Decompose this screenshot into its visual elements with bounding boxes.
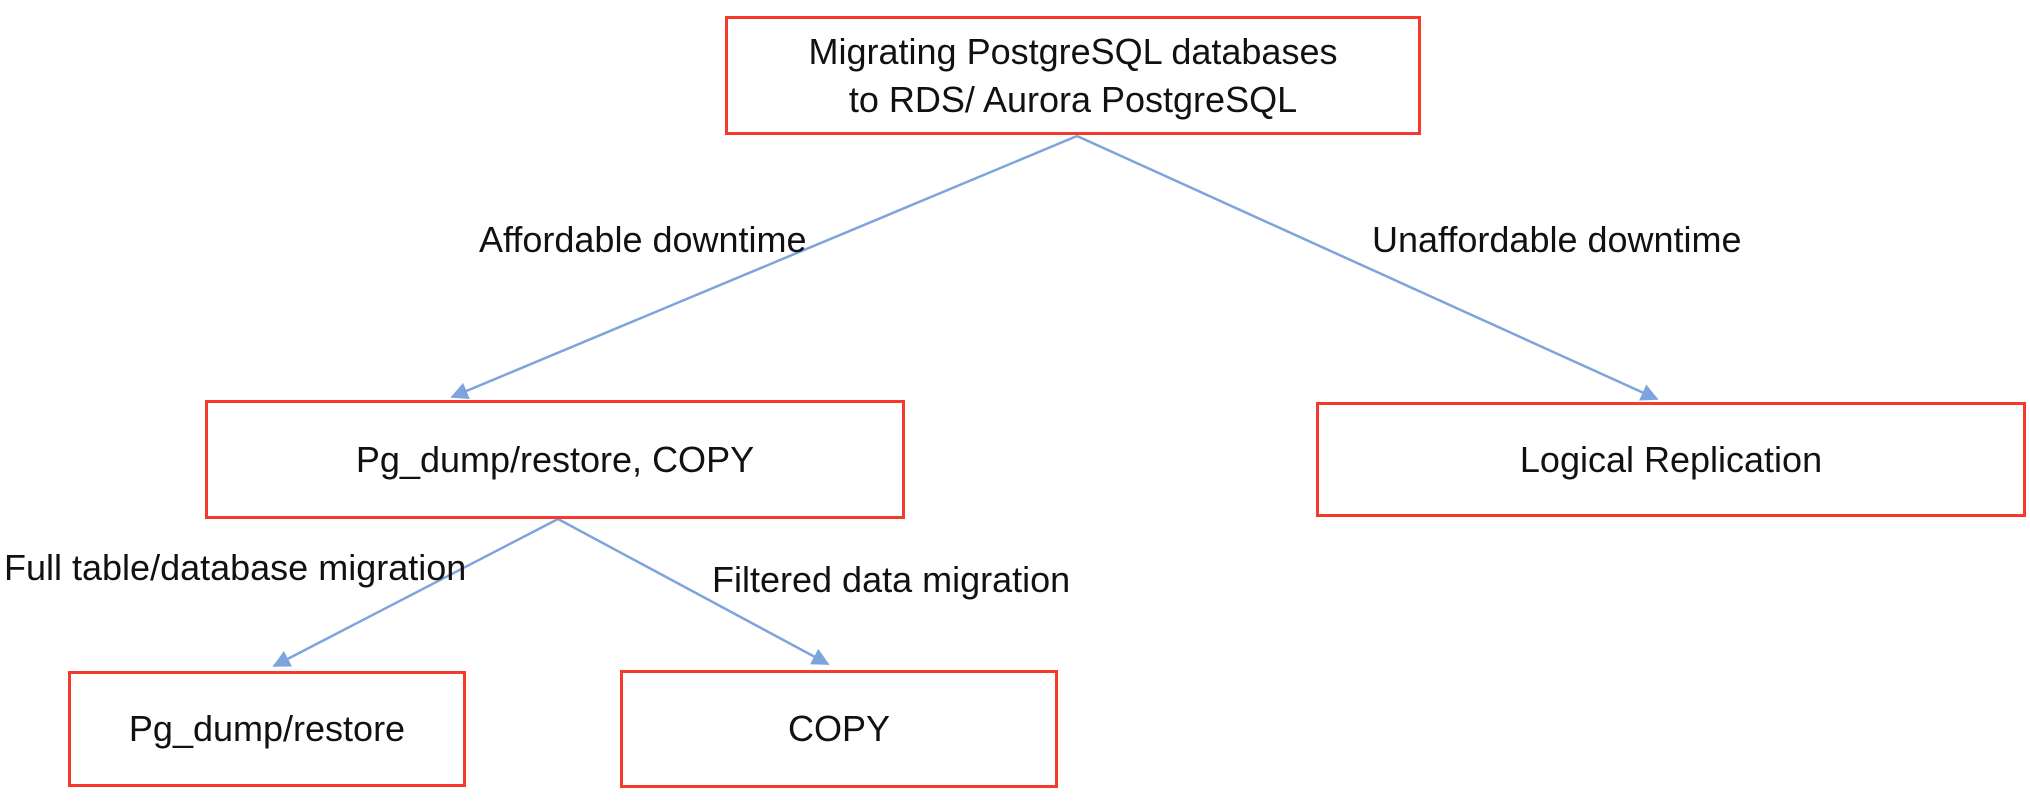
edge-arrow-unaffordable <box>1076 134 1659 401</box>
edge-arrow-full-table <box>272 517 559 668</box>
node-logical-replication: Logical Replication <box>1316 402 2026 517</box>
node-pg-dump-restore-copy: Pg_dump/restore, COPY <box>205 400 905 519</box>
node-copy: COPY <box>620 670 1058 788</box>
edge-label-full-table-database-migration: Full table/database migration <box>4 547 467 588</box>
edge-label-unaffordable-downtime: Unaffordable downtime <box>1372 219 1742 260</box>
node-migrating-postgresql: Migrating PostgreSQL databases to RDS/ A… <box>725 16 1421 135</box>
edge-label-affordable-downtime: Affordable downtime <box>479 219 807 260</box>
edge-label-filtered-data-migration: Filtered data migration <box>712 559 1071 600</box>
node-pg-dump-restore: Pg_dump/restore <box>68 671 466 787</box>
edge-arrow-affordable <box>450 134 1078 400</box>
